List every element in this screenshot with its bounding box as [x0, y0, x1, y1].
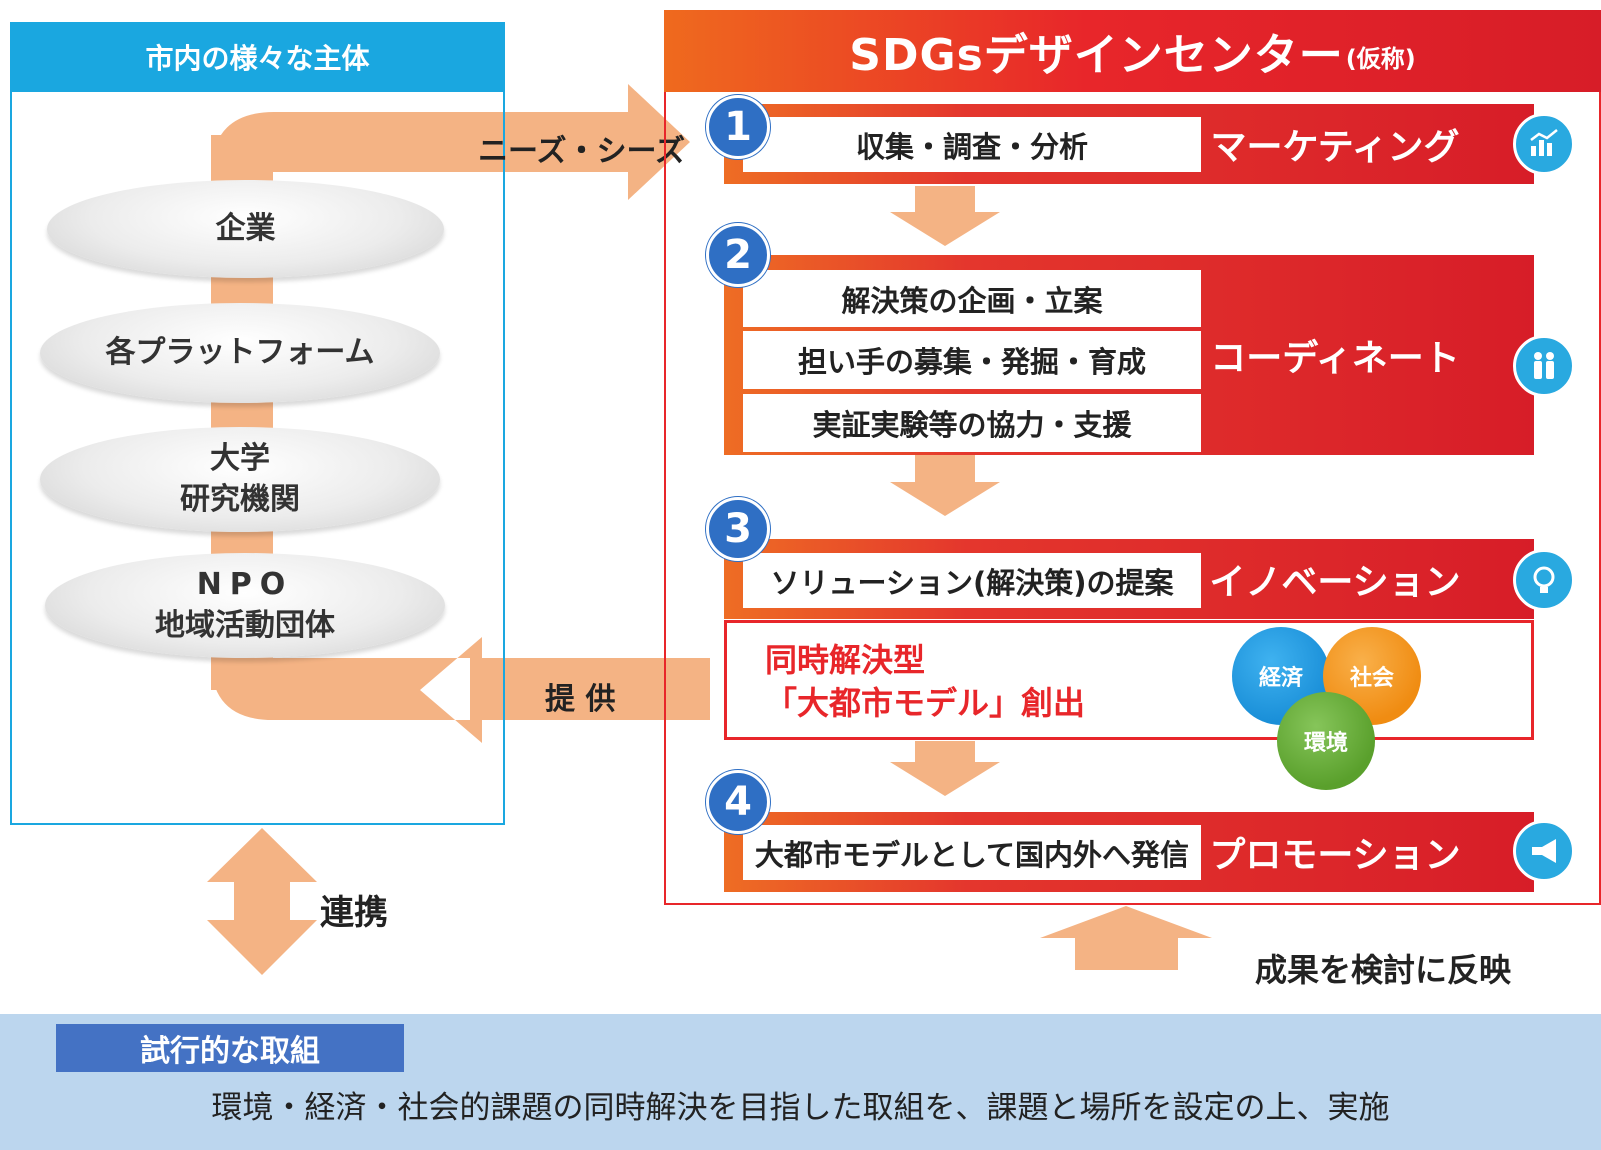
needs-seeds-arrow	[211, 84, 690, 200]
step-4-item: 大都市モデルとして国内外へ発信	[743, 825, 1201, 880]
people-icon	[1513, 335, 1575, 397]
provide-arrow	[211, 637, 482, 743]
actors-panel	[10, 22, 505, 825]
down-arrow-1	[890, 186, 1000, 246]
actor-community-label: 地域活動団体	[155, 607, 335, 643]
feedback-arrow	[1040, 906, 1212, 970]
step-2-item-3: 実証実験等の協力・支援	[743, 394, 1201, 452]
result-line-2: 「大都市モデル」創出	[765, 684, 1086, 722]
step-4-number: 4	[706, 770, 770, 834]
chart-icon	[1513, 113, 1575, 175]
collaboration-arrow	[207, 828, 317, 975]
actor-companies: 企業	[47, 180, 444, 278]
down-arrow-2	[890, 455, 1000, 516]
collaboration-label: 連携	[320, 893, 388, 933]
sdgs-center-title-main: SDGsデザインセンター	[849, 30, 1344, 81]
pilot-section-description: 環境・経済・社会的課題の同時解決を目指した取組を、課題と場所を設定の上、実施	[211, 1090, 1390, 1126]
step-3-category: イノベーション	[1209, 562, 1461, 603]
step-4-category: プロモーション	[1209, 835, 1461, 876]
actor-platforms: 各プラットフォーム	[40, 303, 440, 403]
step-2-number: 2	[706, 223, 770, 287]
step-1-number: 1	[706, 95, 770, 159]
step-3-item: ソリューション(解決策)の提案	[743, 553, 1201, 608]
sdgs-center-title-suffix: (仮称)	[1345, 44, 1416, 73]
actor-research-label: 研究機関	[180, 481, 300, 517]
actor-npo: NPO 地域活動団体	[45, 553, 445, 658]
venn-environment: 環境	[1277, 692, 1375, 790]
step-2-category: コーディネート	[1210, 338, 1460, 379]
pilot-section-tag: 試行的な取組	[56, 1024, 404, 1072]
step-2-item-2: 担い手の募集・発掘・育成	[743, 331, 1201, 389]
actor-npo-label: NPO	[196, 567, 294, 602]
actor-university-label: 大学	[210, 441, 270, 476]
needs-seeds-label: ニーズ・シーズ	[478, 134, 685, 169]
sdgs-center-title: SDGsデザインセンター (仮称)	[664, 10, 1601, 92]
provide-arrow-shaft	[470, 658, 710, 720]
step-2-item-1: 解決策の企画・立案	[743, 270, 1201, 327]
result-line-1: 同時解決型	[765, 641, 926, 679]
step-3-number: 3	[706, 497, 770, 561]
lightbulb-icon	[1513, 549, 1575, 611]
megaphone-icon	[1513, 820, 1575, 882]
actors-panel-title: 市内の様々な主体	[10, 22, 505, 92]
actor-universities: 大学 研究機関	[40, 427, 440, 532]
step-1-item: 収集・調査・分析	[743, 117, 1201, 172]
feedback-label: 成果を検討に反映	[1255, 951, 1512, 989]
down-arrow-3	[890, 741, 1000, 796]
step-1-category: マーケティング	[1210, 127, 1460, 168]
provide-label: 提 供	[545, 682, 616, 717]
